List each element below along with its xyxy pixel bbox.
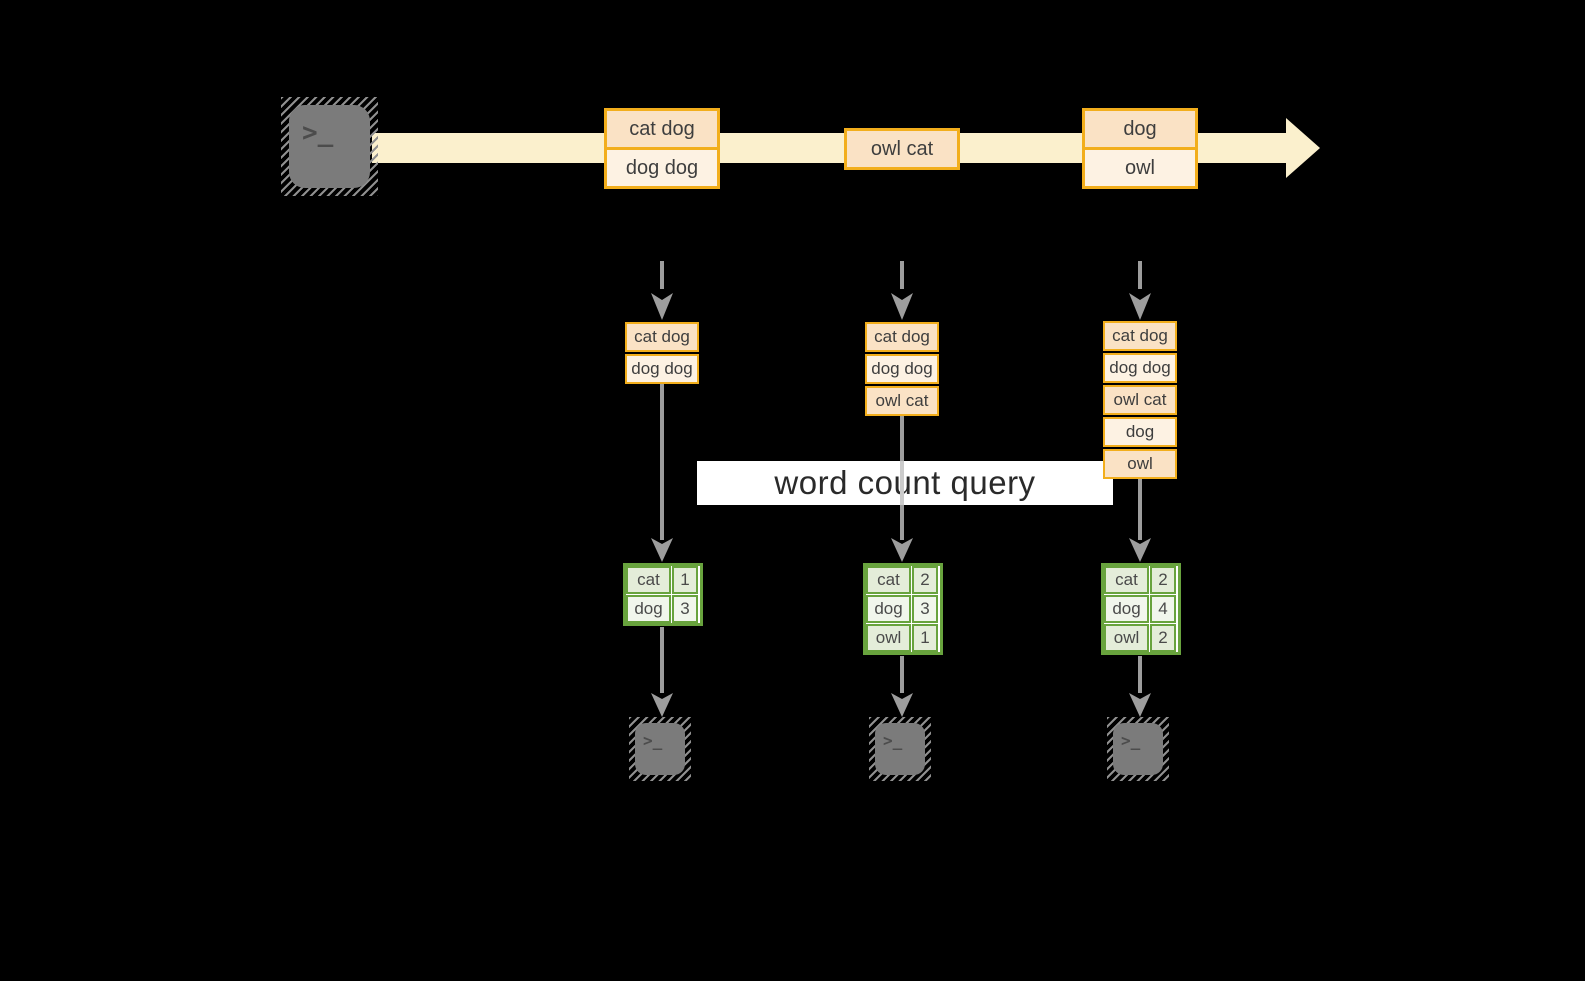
- count-table-2: cat 2 dog 3 owl 1: [863, 563, 943, 655]
- flow-arrow-line-over-label: [900, 461, 904, 505]
- count-word: cat: [626, 566, 671, 594]
- arrowhead-icon: [1129, 538, 1151, 562]
- dashed-arrow-line: [1138, 261, 1142, 289]
- stream-event-line: dog: [1085, 111, 1195, 147]
- buffer-cell: cat dog: [1103, 321, 1177, 351]
- arrowhead-icon: [651, 693, 673, 717]
- buffer-stack-2: cat dog dog dog owl cat: [865, 322, 939, 416]
- count-value: 4: [1150, 595, 1176, 623]
- stream-event-line: cat dog: [607, 111, 717, 147]
- stream-event-line: owl: [1085, 147, 1195, 186]
- count-value: 1: [672, 566, 698, 594]
- buffer-cell: dog: [1103, 417, 1177, 447]
- stream-event-line: owl cat: [847, 131, 957, 167]
- terminal-icon: >_: [869, 717, 931, 781]
- buffer-cell: dog dog: [625, 354, 699, 384]
- count-value: 2: [912, 566, 938, 594]
- buffer-cell: dog dog: [1103, 353, 1177, 383]
- buffer-cell: cat dog: [865, 322, 939, 352]
- count-word: dog: [1104, 595, 1149, 623]
- count-word: cat: [1104, 566, 1149, 594]
- buffer-stack-3: cat dog dog dog owl cat dog owl: [1103, 321, 1177, 479]
- terminal-icon: >_: [281, 97, 378, 196]
- flow-arrow-line: [1138, 479, 1142, 540]
- prompt-glyph: >_: [643, 731, 663, 750]
- prompt-glyph: >_: [883, 731, 903, 750]
- stream-event-box-1: cat dog dog dog: [604, 108, 720, 189]
- terminal-screen: >_: [1113, 723, 1163, 775]
- buffer-stack-1: cat dog dog dog: [625, 322, 699, 384]
- stream-arrowhead-icon: [1286, 118, 1320, 178]
- count-word: dog: [866, 595, 911, 623]
- prompt-glyph: >_: [302, 118, 334, 148]
- buffer-cell: owl cat: [865, 386, 939, 416]
- arrowhead-icon: [1129, 693, 1151, 717]
- arrowhead-icon: [1129, 293, 1151, 320]
- count-value: 3: [912, 595, 938, 623]
- count-word: cat: [866, 566, 911, 594]
- flow-arrow-line: [900, 656, 904, 693]
- buffer-cell: owl cat: [1103, 385, 1177, 415]
- buffer-cell: dog dog: [865, 354, 939, 384]
- count-word: owl: [1104, 624, 1149, 652]
- arrowhead-icon: [651, 293, 673, 320]
- terminal-icon: >_: [1107, 717, 1169, 781]
- terminal-screen: >_: [875, 723, 925, 775]
- count-value: 2: [1150, 624, 1176, 652]
- query-label: word count query: [697, 461, 1113, 505]
- terminal-screen: >_: [289, 105, 370, 188]
- terminal-screen: >_: [635, 723, 685, 775]
- count-word: owl: [866, 624, 911, 652]
- arrowhead-icon: [891, 538, 913, 562]
- count-table-1: cat 1 dog 3: [623, 563, 703, 626]
- count-word: dog: [626, 595, 671, 623]
- flow-arrow-line: [1138, 656, 1142, 693]
- terminal-icon: >_: [629, 717, 691, 781]
- stream-event-box-2: owl cat: [844, 128, 960, 170]
- flow-arrow-line: [660, 384, 664, 540]
- stream-event-box-3: dog owl: [1082, 108, 1198, 189]
- buffer-cell: owl: [1103, 449, 1177, 479]
- dashed-arrow-line: [660, 261, 664, 289]
- flow-arrow-line: [660, 627, 664, 693]
- count-value: 3: [672, 595, 698, 623]
- buffer-cell: cat dog: [625, 322, 699, 352]
- count-table-3: cat 2 dog 4 owl 2: [1101, 563, 1181, 655]
- dashed-arrow-line: [900, 261, 904, 289]
- arrowhead-icon: [651, 538, 673, 562]
- stream-event-line: dog dog: [607, 147, 717, 186]
- count-value: 1: [912, 624, 938, 652]
- prompt-glyph: >_: [1121, 731, 1141, 750]
- arrowhead-icon: [891, 293, 913, 320]
- arrowhead-icon: [891, 693, 913, 717]
- count-value: 2: [1150, 566, 1176, 594]
